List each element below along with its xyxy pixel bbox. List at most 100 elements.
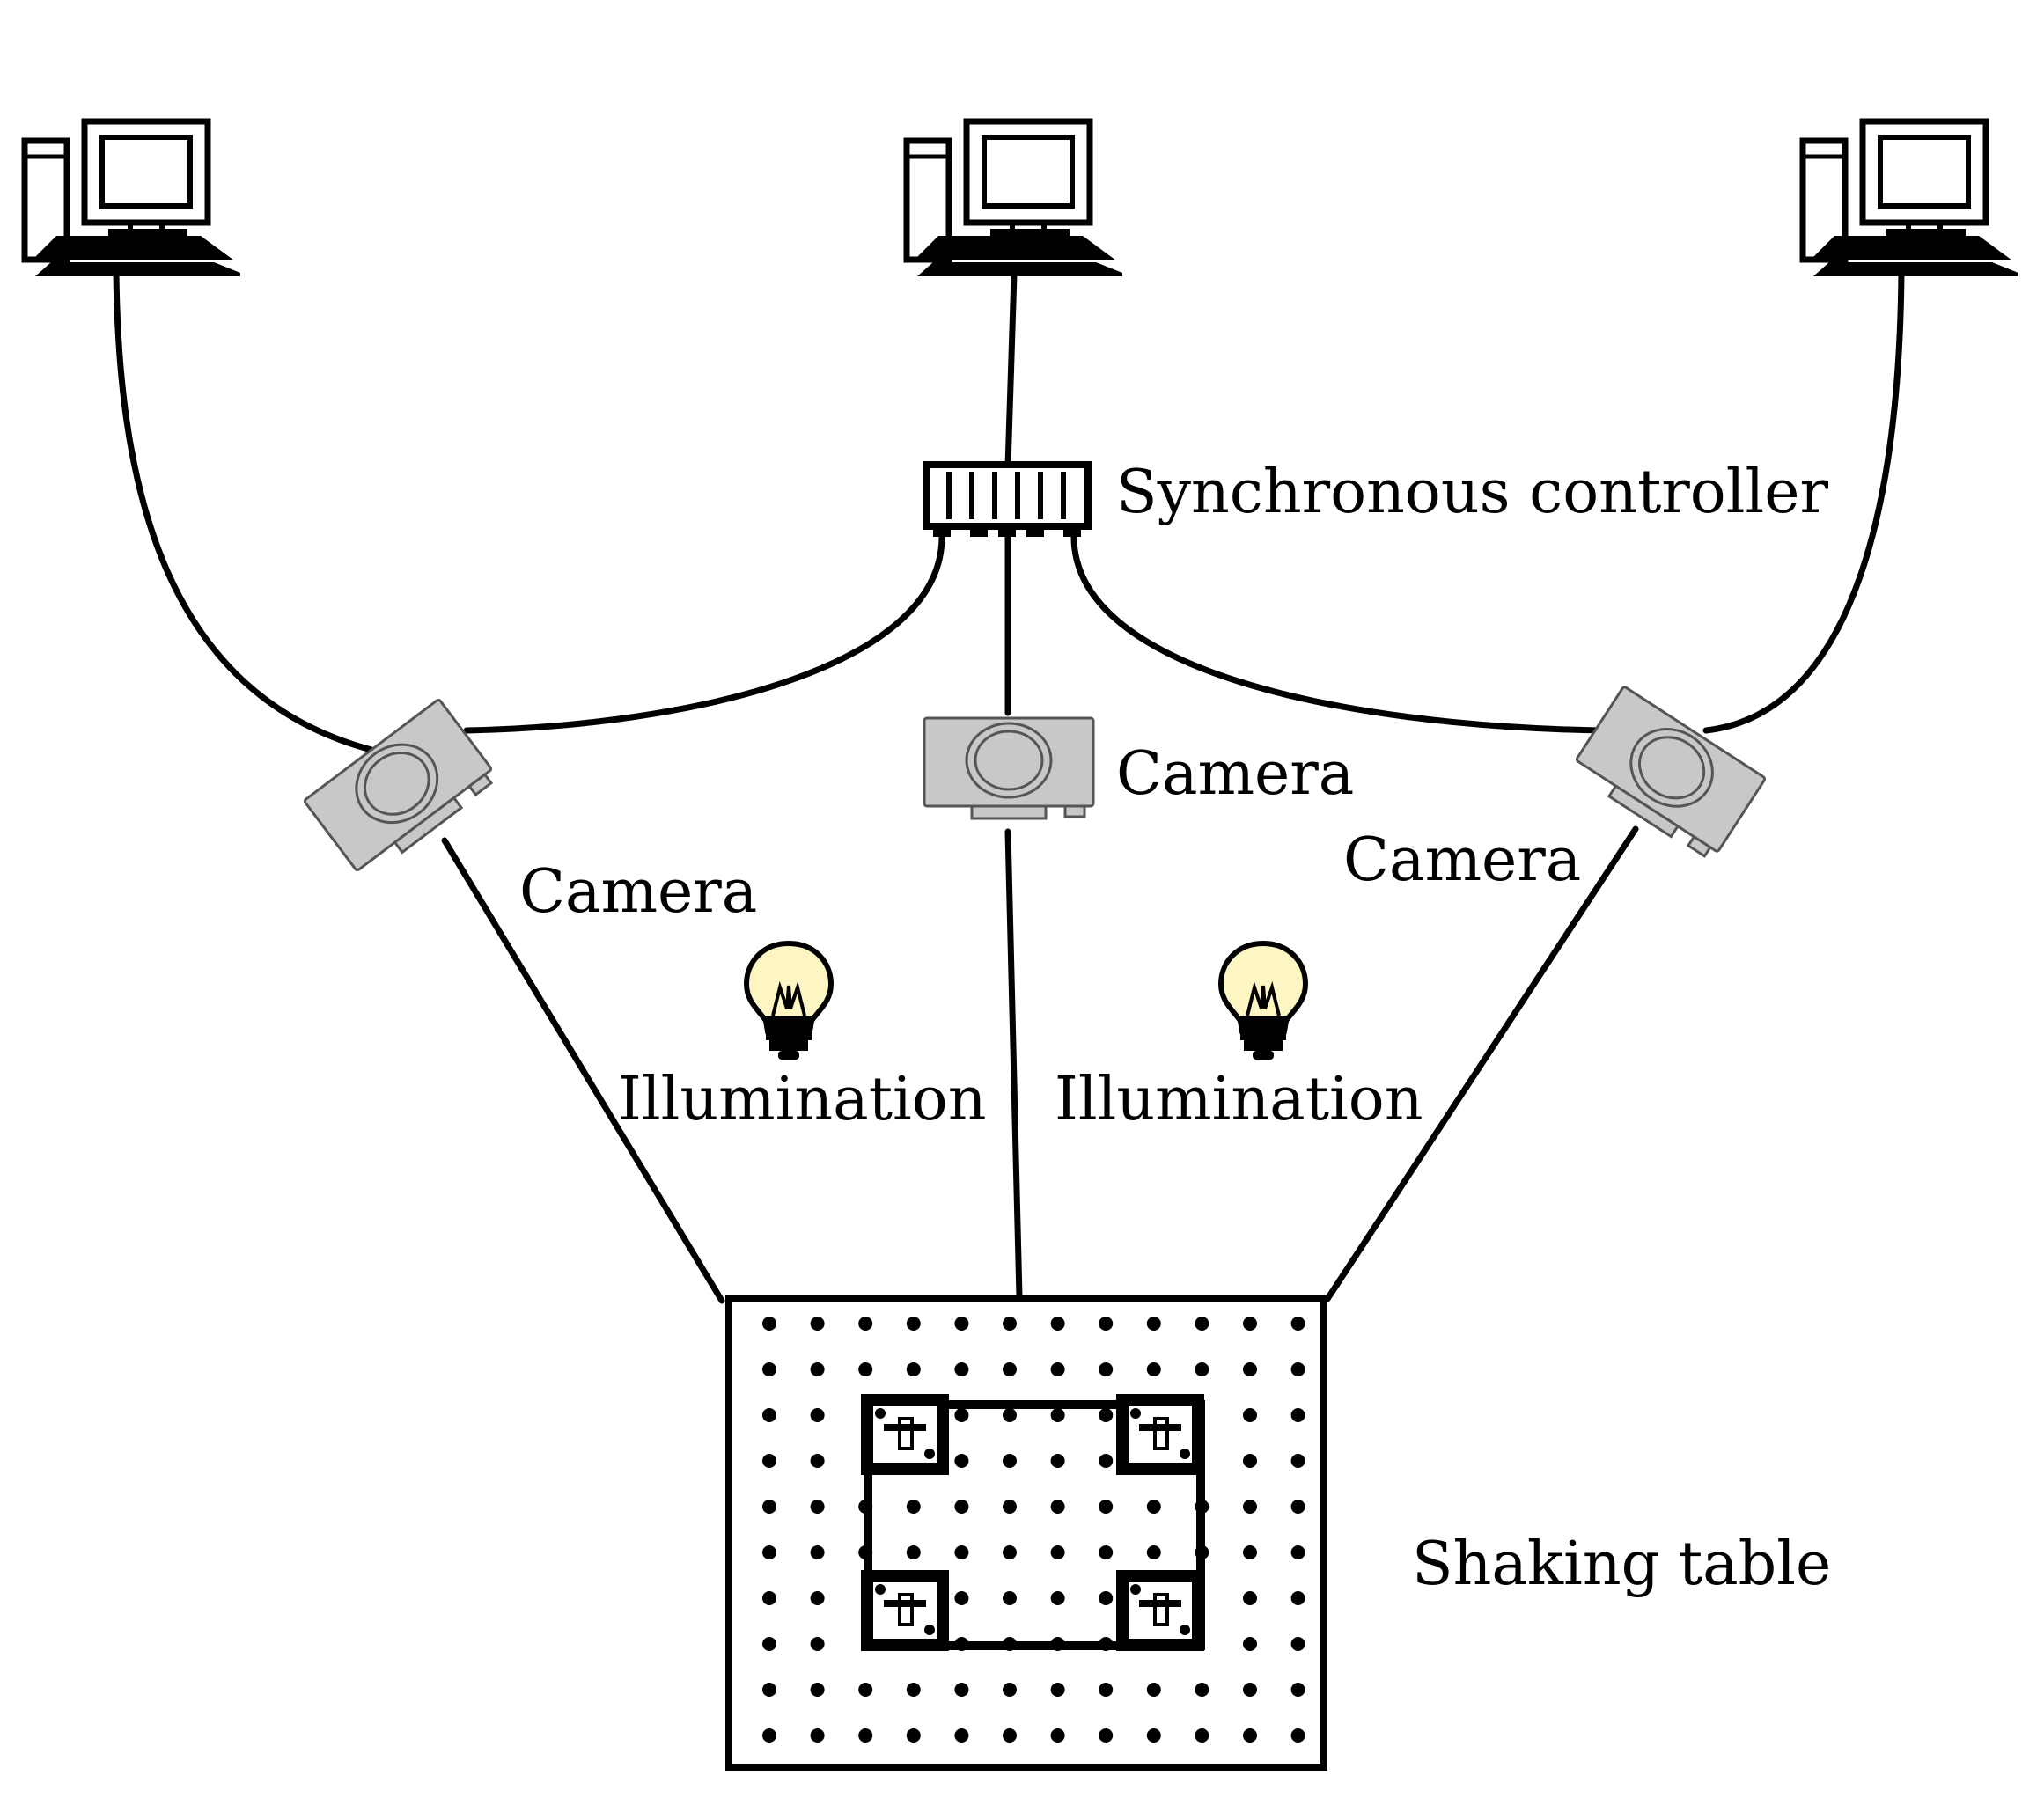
cable-controller-to-left-camera: [463, 533, 945, 734]
table-hole-10-5: [1243, 1545, 1257, 1559]
light-bulb-icon-left: [746, 943, 831, 1060]
table-hole-4-4: [954, 1500, 969, 1514]
table-hole-1-1: [810, 1362, 825, 1376]
table-hole-7-4: [1099, 1500, 1114, 1514]
table-hole-1-3: [810, 1454, 825, 1468]
table-hole-7-8: [1099, 1683, 1114, 1697]
table-hole-0-2: [762, 1408, 776, 1422]
table-hole-1-6: [810, 1591, 825, 1605]
table-hole-4-2: [954, 1408, 969, 1422]
table-hole-9-1: [1195, 1362, 1209, 1376]
table-hole-10-1: [1243, 1362, 1257, 1376]
cable-right-pc-to-camera: [1702, 268, 1905, 734]
table-hole-8-9: [1146, 1728, 1161, 1743]
computer-icon-left: [25, 121, 240, 276]
shaking-table: [725, 1295, 1327, 1771]
view-line-center-camera: [1004, 828, 1023, 1301]
table-hole-10-3: [1243, 1454, 1257, 1468]
table-hole-7-0: [1099, 1317, 1114, 1331]
table-hole-9-9: [1195, 1728, 1209, 1743]
table-hole-0-8: [762, 1683, 776, 1697]
camera-label-center: Camera: [1116, 739, 1354, 809]
table-hole-10-0: [1243, 1317, 1257, 1331]
table-hole-6-9: [1050, 1728, 1065, 1743]
table-hole-1-9: [810, 1728, 825, 1743]
table-hole-3-4: [906, 1500, 921, 1514]
table-hole-6-6: [1050, 1591, 1065, 1605]
table-hole-11-1: [1290, 1362, 1305, 1376]
view-line-left-camera: [441, 837, 725, 1304]
table-hole-8-8: [1146, 1683, 1161, 1697]
specimen-clamp-top-right: [1114, 1392, 1206, 1477]
cable-controller-to-right-camera: [1070, 533, 1606, 734]
illumination-label-right: Illumination: [1055, 1065, 1423, 1134]
cables: [113, 268, 1905, 1304]
table-hole-4-9: [954, 1728, 969, 1743]
table-hole-6-1: [1050, 1362, 1065, 1376]
table-hole-7-6: [1099, 1591, 1114, 1605]
table-hole-3-0: [906, 1317, 921, 1331]
table-hole-1-8: [810, 1683, 825, 1697]
table-hole-8-1: [1146, 1362, 1161, 1376]
light-bulb-icon-right: [1221, 943, 1305, 1060]
table-hole-3-1: [906, 1362, 921, 1376]
table-hole-11-2: [1290, 1408, 1305, 1422]
camera-label-right: Camera: [1343, 825, 1581, 895]
table-hole-0-3: [762, 1454, 776, 1468]
table-hole-5-5: [1003, 1545, 1017, 1559]
table-hole-8-0: [1146, 1317, 1161, 1331]
table-hole-11-6: [1290, 1591, 1305, 1605]
table-hole-11-0: [1290, 1317, 1305, 1331]
table-hole-1-0: [810, 1317, 825, 1331]
shaking-table-label: Shaking table: [1412, 1530, 1831, 1599]
table-hole-4-6: [954, 1591, 969, 1605]
table-hole-10-6: [1243, 1591, 1257, 1605]
table-hole-0-7: [762, 1637, 776, 1651]
specimen-clamp-bottom-right: [1114, 1568, 1206, 1653]
table-hole-11-5: [1290, 1545, 1305, 1559]
table-hole-1-4: [810, 1500, 825, 1514]
table-hole-10-4: [1243, 1500, 1257, 1514]
table-hole-4-3: [954, 1454, 969, 1468]
table-hole-6-4: [1050, 1500, 1065, 1514]
table-hole-4-8: [954, 1683, 969, 1697]
table-hole-2-1: [858, 1362, 873, 1376]
table-hole-5-0: [1003, 1317, 1017, 1331]
table-hole-3-5: [906, 1545, 921, 1559]
table-hole-2-0: [858, 1317, 873, 1331]
synchronous-controller-icon: [923, 461, 1092, 537]
table-hole-7-1: [1099, 1362, 1114, 1376]
table-hole-0-5: [762, 1545, 776, 1559]
table-hole-5-9: [1003, 1728, 1017, 1743]
table-hole-10-9: [1243, 1728, 1257, 1743]
table-hole-9-8: [1195, 1683, 1209, 1697]
table-hole-6-5: [1050, 1545, 1065, 1559]
specimen-clamp-bottom-left: [859, 1568, 951, 1653]
table-hole-11-7: [1290, 1637, 1305, 1651]
table-hole-11-8: [1290, 1683, 1305, 1697]
table-hole-3-8: [906, 1683, 921, 1697]
table-hole-6-8: [1050, 1683, 1065, 1697]
table-hole-1-7: [810, 1637, 825, 1651]
camera-icon-right: [1568, 685, 1768, 864]
table-hole-6-0: [1050, 1317, 1065, 1331]
table-hole-2-9: [858, 1728, 873, 1743]
table-hole-11-3: [1290, 1454, 1305, 1468]
table-hole-0-0: [762, 1317, 776, 1331]
table-hole-0-1: [762, 1362, 776, 1376]
cable-left-pc-to-camera: [113, 269, 375, 753]
table-hole-8-5: [1146, 1545, 1161, 1559]
table-hole-2-8: [858, 1683, 873, 1697]
table-hole-10-7: [1243, 1637, 1257, 1651]
table-hole-11-4: [1290, 1500, 1305, 1514]
table-hole-5-4: [1003, 1500, 1017, 1514]
table-hole-7-2: [1099, 1408, 1114, 1422]
table-hole-4-1: [954, 1362, 969, 1376]
table-hole-10-8: [1243, 1683, 1257, 1697]
cable-center-pc-to-controller: [1004, 271, 1018, 470]
table-hole-8-4: [1146, 1500, 1161, 1514]
camera-icon-left: [302, 697, 501, 883]
specimen-clamp-top-left: [859, 1392, 951, 1477]
